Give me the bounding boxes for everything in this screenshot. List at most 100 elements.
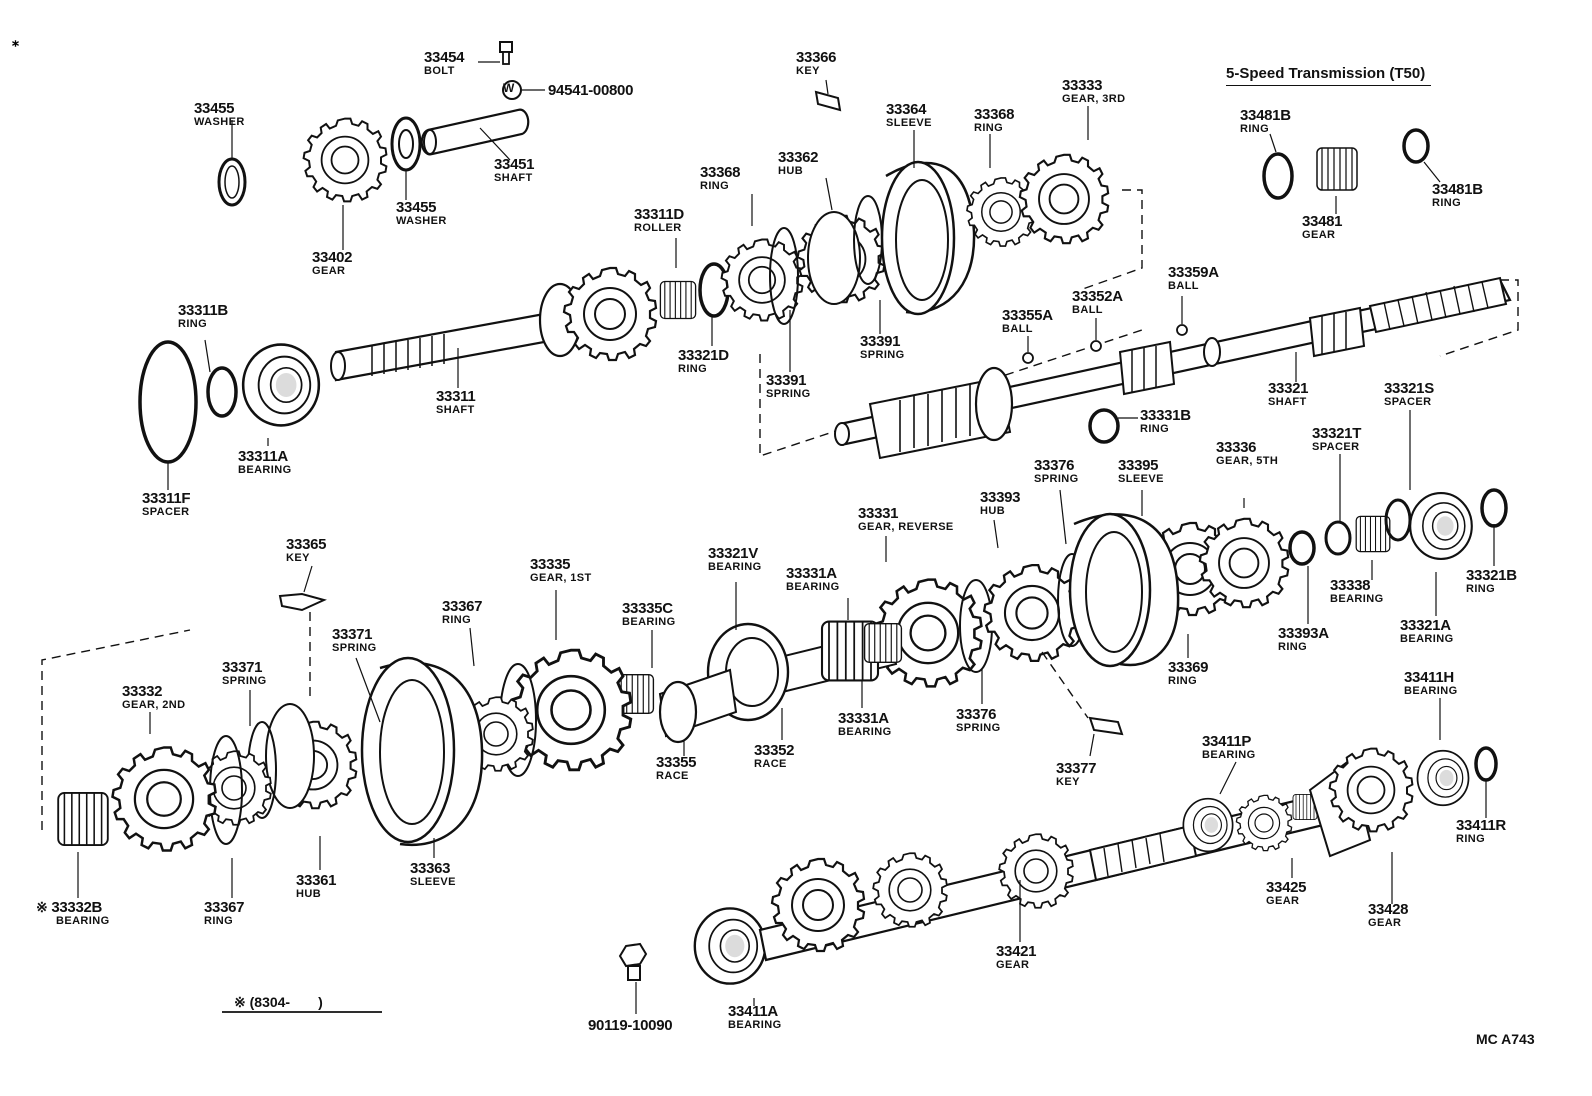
part-number: 33338 <box>1330 577 1371 594</box>
part-name: WASHER <box>396 215 447 227</box>
part-name: SHAFT <box>436 404 475 416</box>
part-number: 33321T <box>1312 425 1362 442</box>
part-name: HUB <box>980 505 1006 517</box>
part-number: 33367 <box>204 899 245 916</box>
part-name: GEAR <box>1266 895 1300 907</box>
part-name: BEARING <box>56 915 110 927</box>
part-number: 33335 <box>530 556 571 573</box>
part-number: 33321A <box>1400 617 1451 634</box>
part-name: RING <box>700 180 730 192</box>
asterisk-mark: ※ <box>36 899 48 915</box>
part-number: 33369 <box>1168 659 1209 676</box>
part-number: 33411R <box>1456 817 1506 834</box>
part-number: 33332 <box>122 683 163 700</box>
part-name: RING <box>974 122 1004 134</box>
part-number: 33321 <box>1268 380 1309 397</box>
part-name: BEARING <box>1404 685 1458 697</box>
part-name: GEAR <box>996 959 1030 971</box>
part-name: GEAR <box>1368 917 1402 929</box>
part-number: 33367 <box>442 598 483 615</box>
output-shaft-group <box>759 276 1519 460</box>
part-number: 94541-00800 <box>548 82 634 99</box>
part-name: GEAR, 3RD <box>1062 93 1126 105</box>
part-name: BEARING <box>238 464 292 476</box>
part-number: 33352A <box>1072 288 1123 305</box>
part-number: 33371 <box>222 659 263 676</box>
washer-symbol-letter: W <box>503 81 515 95</box>
part-number: 33481B <box>1240 107 1291 124</box>
callout-94541-00800: 94541-00800 <box>548 83 633 98</box>
part-number: 33336 <box>1216 439 1257 456</box>
third-fourth-synchro-group <box>698 79 1143 372</box>
part-name: BEARING <box>728 1019 782 1031</box>
part-number: 33359A <box>1168 264 1219 281</box>
part-name: SLEEVE <box>1118 473 1164 485</box>
part-number: 33391 <box>860 333 901 350</box>
part-name: GEAR, 5TH <box>1216 455 1279 467</box>
part-name: BALL <box>1072 304 1103 316</box>
part-number: 33321V <box>708 545 758 562</box>
part-number: 33481B <box>1432 181 1483 198</box>
part-number: 33455 <box>396 199 437 216</box>
callout-90119-10090: 90119-10090 <box>588 1018 673 1033</box>
part-number: 33366 <box>796 49 837 66</box>
part-name: BALL <box>1002 323 1033 335</box>
part-name: KEY <box>286 552 310 564</box>
part-name: RING <box>1432 197 1462 209</box>
part-name: SLEEVE <box>410 876 456 888</box>
part-number: 33391 <box>766 372 807 389</box>
part-number: 33321D <box>678 347 729 364</box>
part-name: SPRING <box>860 349 905 361</box>
part-name: HUB <box>778 165 804 177</box>
part-name: BEARING <box>622 616 676 628</box>
part-number: 33368 <box>700 164 741 181</box>
part-name: SPACER <box>142 506 190 518</box>
part-name: BEARING <box>1400 633 1454 645</box>
part-number: 33395 <box>1118 457 1159 474</box>
part-number: 33364 <box>886 101 927 118</box>
part-number: 33333 <box>1062 77 1103 94</box>
main-lower-shaft-group <box>41 565 903 898</box>
counter-gear-group <box>618 698 1498 1014</box>
part-name: RING <box>1456 833 1486 845</box>
part-number: 33411A <box>728 1003 778 1020</box>
part-number: 33311 <box>436 388 476 405</box>
part-number: 33421 <box>996 943 1037 960</box>
part-number: 33428 <box>1368 901 1409 918</box>
part-name: SPRING <box>766 388 811 400</box>
part-number: 33393 <box>980 489 1021 506</box>
part-name: SHAFT <box>1268 396 1307 408</box>
